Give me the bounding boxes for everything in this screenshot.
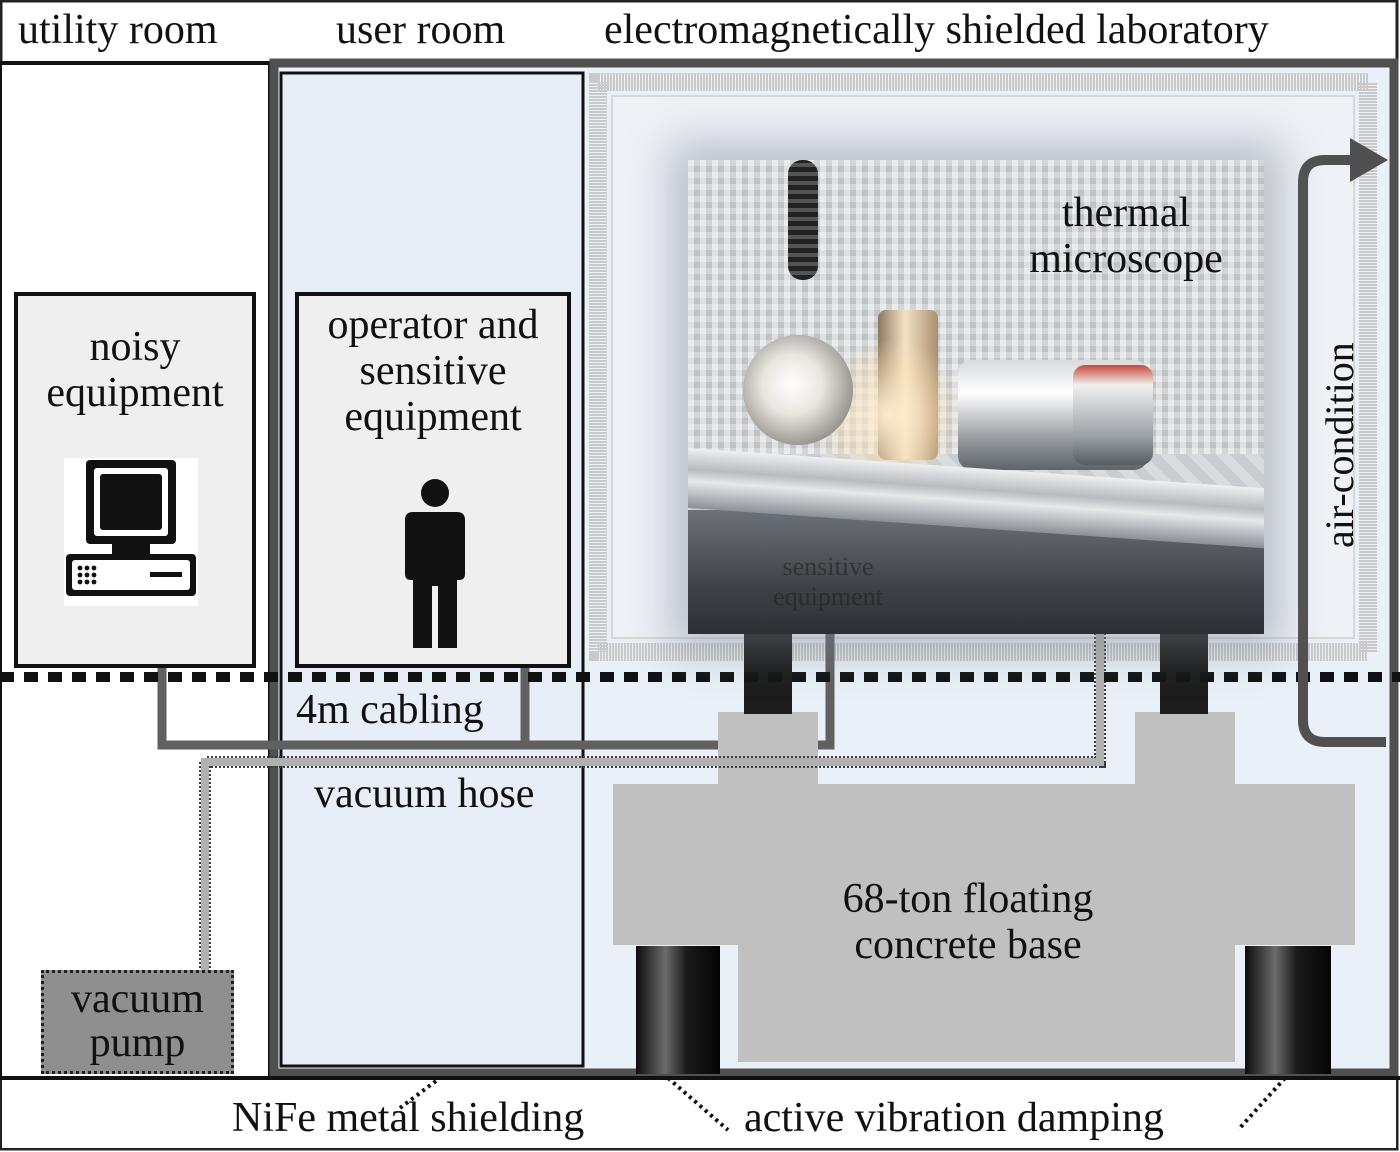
noisy-equipment-box: noisy equipment [14,292,256,668]
air-condition-arrowhead [1350,138,1388,182]
thermal-microscope-photo: thermal microscope sensitive equipment [688,160,1264,634]
operator-label-line3: equipment [344,394,522,440]
user-room-header: user room [336,7,506,53]
concrete-base-label: 68-ton floating concrete base [738,876,1198,968]
noisy-equipment-label: noisy equipment [18,324,252,416]
nife-shielding-label: NiFe metal shielding [232,1095,585,1141]
shielding-pointer [398,1076,442,1110]
overlay-label-line2: equipment [773,582,883,611]
vibration-damping-label: active vibration damping [744,1095,1164,1141]
noisy-label-line1: noisy [89,324,181,370]
concrete-base [613,712,1355,1062]
vacuum-hose-line [201,633,1104,972]
damping-pointer-right [1236,1076,1287,1132]
computer-icon [64,458,198,606]
base-label-line1: 68-ton floating [842,876,1094,922]
operator-label: operator and sensitive equipment [299,302,567,440]
photo-hose [788,160,818,280]
pump-label-line2: pump [89,1020,186,1066]
vacuum-pump-label: vacuum pump [44,977,231,1065]
cabling-label: 4m cabling [294,686,486,734]
photo-microscope-optics [743,335,853,445]
lab-enclosure-shell [589,73,1377,661]
operator-label-line2: sensitive [359,348,507,394]
air-condition-label: air-condition [1317,342,1362,548]
shielded-lab-header: electromagnetically shielded laboratory [604,7,1269,53]
bottom-strip [2,1080,1396,1148]
thermal-label-line1: thermal [1061,190,1191,236]
base-label-line2: concrete base [854,922,1082,968]
photo-overlay-label: sensitive equipment [748,552,908,612]
operator-box: operator and sensitive equipment [295,292,571,668]
utility-room-header: utility room [18,7,218,53]
thermal-label-line2: microscope [1029,236,1223,282]
photo-pump-cylinder [1073,365,1153,465]
vacuum-hose-label: vacuum hose [314,771,535,817]
operator-label-line1: operator and [327,302,539,348]
pump-label-line1: vacuum [71,976,204,1022]
damper-left [636,946,720,1074]
cable-line [157,633,835,750]
vacuum-pump-box: vacuum pump [41,970,234,1074]
overlay-label-line1: sensitive [782,552,874,581]
noisy-label-line2: equipment [46,370,224,416]
person-icon [403,478,467,650]
thermal-microscope-label: thermal microscope [1006,190,1246,282]
damper-right [1245,946,1331,1074]
air-condition-arrow [1298,155,1386,747]
